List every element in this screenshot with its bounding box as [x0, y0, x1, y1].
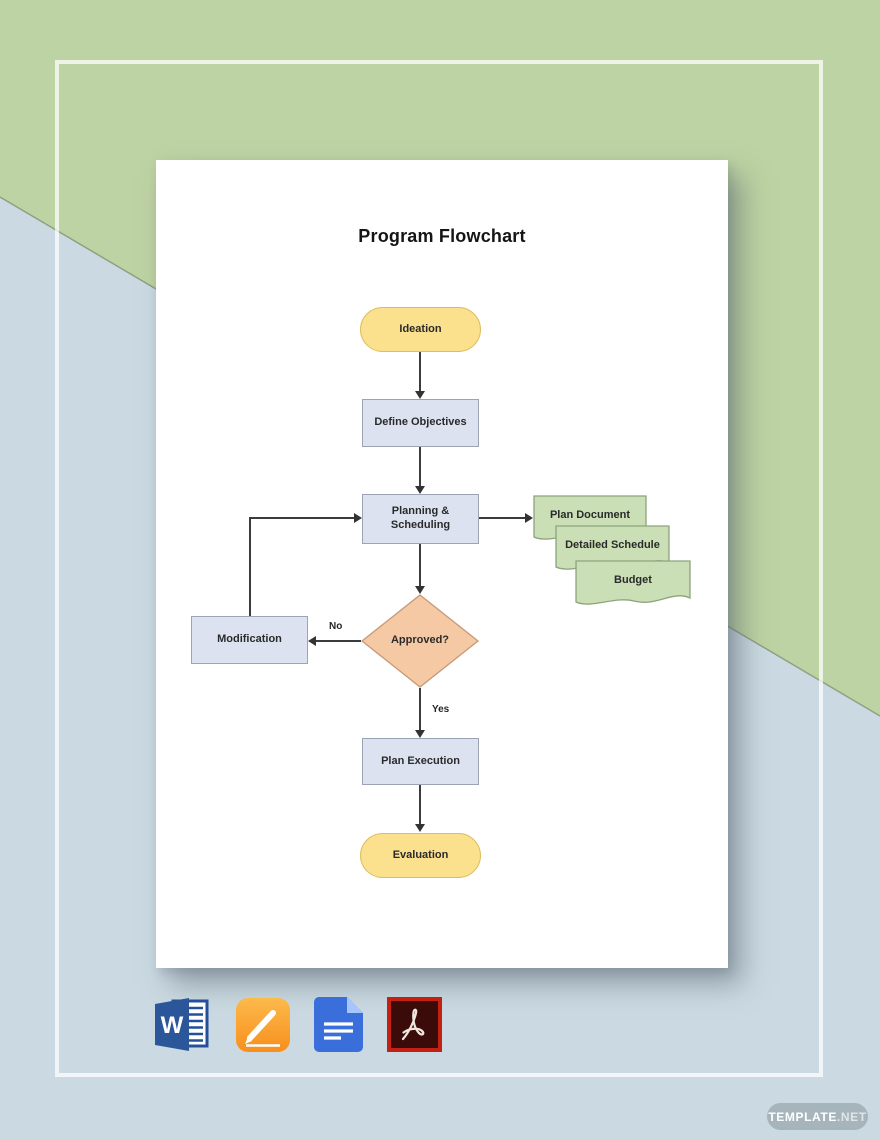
node-label: Define Objectives: [374, 416, 467, 429]
node-label: Plan Execution: [381, 754, 460, 767]
arrowhead-right-icon: [354, 513, 362, 523]
flowchart-node-detailed-schedule: Detailed Schedule: [555, 525, 670, 573]
arrow-planning-to-approved: [419, 544, 421, 586]
arrow-modification-loop-horizontal: [249, 517, 354, 519]
arrow-approved-to-execution: [419, 688, 421, 730]
edge-label-no: No: [329, 621, 343, 632]
flowchart-node-budget: Budget: [575, 560, 691, 608]
arrowhead-down-icon: [415, 824, 425, 832]
document-shape: [575, 560, 691, 605]
adobe-pdf-icon[interactable]: [387, 997, 442, 1052]
arrowhead-down-icon: [415, 730, 425, 738]
node-label: Approved?: [390, 634, 450, 647]
flowchart-node-define-objectives: Define Objectives: [362, 399, 479, 447]
document-page: Program Flowchart Ideation Define Object…: [156, 160, 728, 968]
watermark-suffix: .NET: [836, 1109, 867, 1124]
arrowhead-down-icon: [415, 586, 425, 594]
flowchart-node-approved-decision: Approved?: [361, 594, 479, 688]
apple-pages-icon[interactable]: [236, 998, 290, 1052]
arrow-execution-to-evaluation: [419, 785, 421, 824]
arrowhead-down-icon: [415, 486, 425, 494]
flowchart-node-ideation: Ideation: [360, 307, 481, 352]
decorative-border-frame: [55, 60, 823, 1077]
arrowhead-right-icon: [525, 513, 533, 523]
arrowhead-down-icon: [415, 391, 425, 399]
arrow-ideation-to-define: [419, 352, 421, 391]
page-title: Program Flowchart: [358, 226, 526, 246]
diamond-shape: [361, 594, 479, 688]
word-letter: W: [161, 1012, 184, 1039]
google-docs-icon[interactable]: [314, 997, 363, 1052]
node-label: Evaluation: [392, 848, 449, 861]
arrow-modification-loop-vertical: [249, 518, 251, 616]
microsoft-word-icon[interactable]: W: [154, 996, 212, 1053]
watermark-brand: TEMPLATE: [768, 1109, 837, 1124]
arrowhead-left-icon: [308, 636, 316, 646]
node-label: Ideation: [399, 322, 442, 335]
flowchart-node-evaluation: Evaluation: [360, 833, 481, 878]
edge-label-yes: Yes: [432, 704, 450, 715]
node-label: Detailed Schedule: [565, 538, 660, 551]
node-label: Modification: [217, 633, 282, 646]
node-label: Plan Document: [549, 508, 631, 521]
flowchart-node-modification: Modification: [191, 616, 308, 664]
arrow-define-to-planning: [419, 447, 421, 486]
node-label: Planning & Scheduling: [390, 505, 451, 531]
node-label: Budget: [614, 573, 652, 586]
arrow-approved-to-modification: [316, 640, 361, 642]
arrow-planning-to-plan-document: [479, 517, 525, 519]
flowchart-node-plan-execution: Plan Execution: [362, 738, 479, 785]
template-net-badge[interactable]: TEMPLATE.NET: [767, 1103, 868, 1130]
flowchart-node-planning-scheduling: Planning & Scheduling: [362, 494, 479, 544]
